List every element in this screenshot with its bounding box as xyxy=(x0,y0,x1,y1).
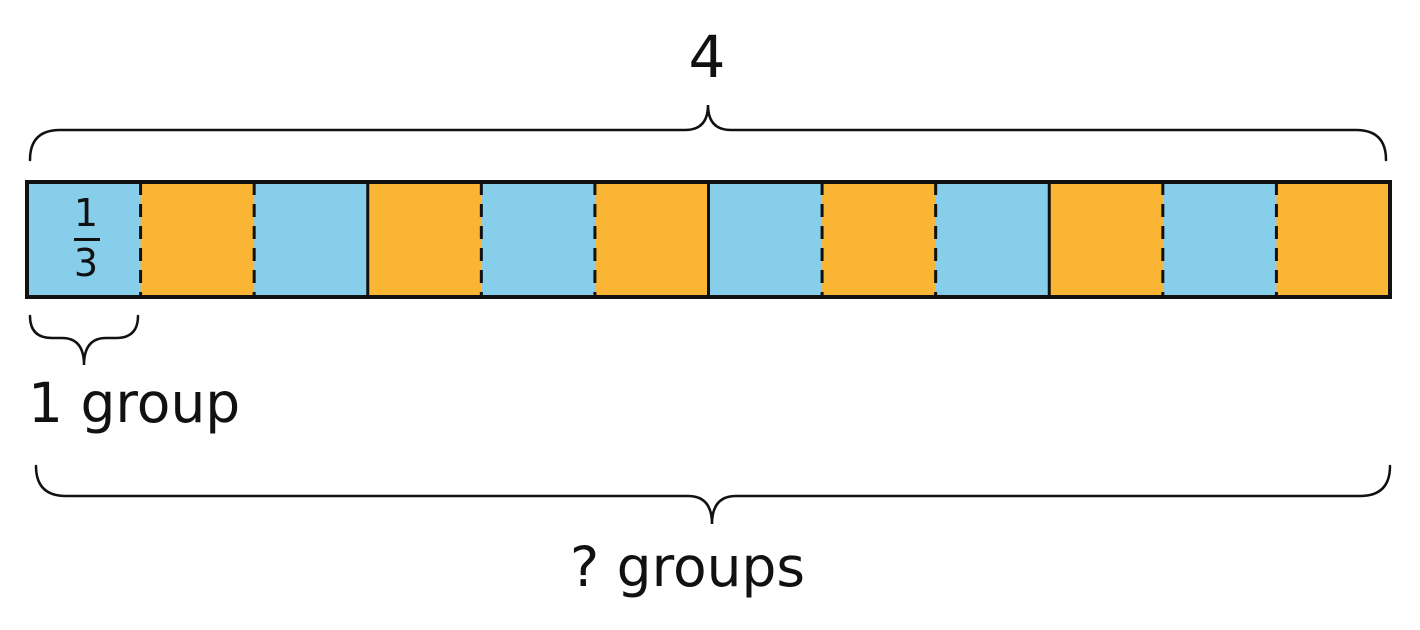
tape-segments xyxy=(27,182,1391,297)
top-brace xyxy=(28,104,1388,162)
fraction-bar xyxy=(74,238,100,241)
tape-segment xyxy=(367,182,482,297)
groups-label: ? groups xyxy=(570,535,806,599)
groups-brace xyxy=(34,464,1392,525)
fraction-denominator: 3 xyxy=(73,241,99,285)
tape-segment xyxy=(254,182,369,297)
one-group-label: 1 group xyxy=(28,371,241,435)
total-label: 4 xyxy=(688,23,726,91)
tape-segment xyxy=(594,182,709,297)
tape-segment xyxy=(1276,182,1391,297)
tape-segment xyxy=(481,182,596,297)
tape-segment xyxy=(140,182,255,297)
tape-outline xyxy=(25,180,1392,299)
one-group-brace xyxy=(28,314,140,366)
fraction-numerator: 1 xyxy=(73,191,99,235)
unit-fraction: 1 3 xyxy=(60,190,112,290)
tape-segment xyxy=(1049,182,1164,297)
tape-segment xyxy=(935,182,1050,297)
tape-dividers xyxy=(139,182,1278,297)
tape-segment xyxy=(708,182,823,297)
tape-segment xyxy=(822,182,937,297)
tape-segment xyxy=(1162,182,1277,297)
